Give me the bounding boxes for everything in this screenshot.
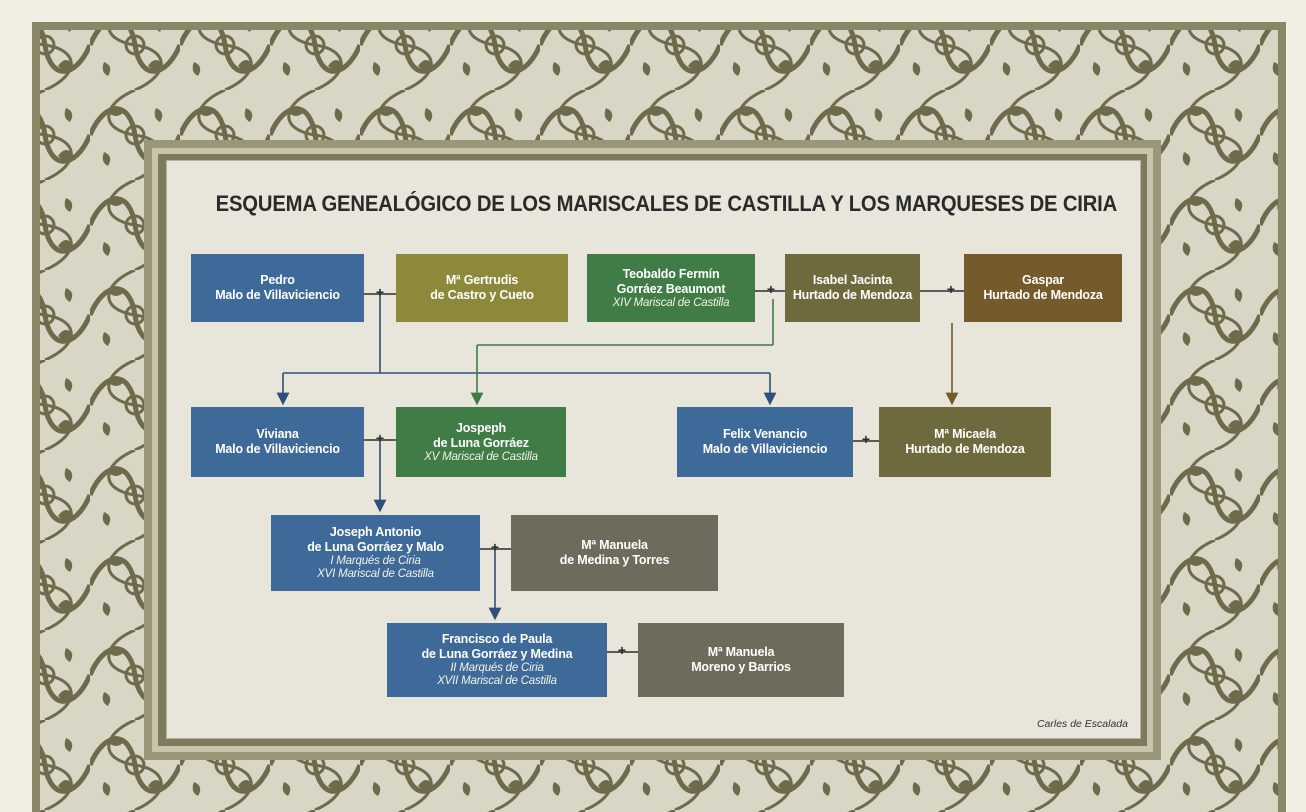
marriage-symbol: + — [946, 283, 956, 299]
person-name-line1: Felix Venancio — [722, 427, 808, 441]
person-name-line1: Mª Gertrudis — [445, 273, 519, 287]
person-name-line2: Hurtado de Mendoza — [983, 288, 1103, 302]
marriage-symbol: + — [490, 541, 500, 557]
person-name-line1: Jospeph — [456, 420, 506, 435]
page-title: ESQUEMA GENEALÓGICO DE LOS MARISCALES DE… — [215, 191, 1118, 216]
person-name-line1: Gaspar — [1022, 273, 1064, 287]
person-name-line1: Viviana — [256, 427, 299, 441]
person-box-gaspar: Gaspar Hurtado de Mendoza — [964, 254, 1122, 322]
person-box-viviana: Viviana Malo de Villaviciencio — [191, 407, 364, 477]
person-title: XIV Mariscal de Castilla — [612, 296, 730, 309]
person-name-line2: Malo de Villaviciencio — [215, 288, 340, 302]
person-name-line2: Hurtado de Mendoza — [905, 442, 1025, 456]
connector-lines — [276, 290, 964, 653]
person-name-line1: Francisco de Paula — [441, 632, 553, 646]
person-box-jospeph: Jospeph de Luna Gorráez XV Mariscal de C… — [396, 407, 566, 477]
person-title: XVI Mariscal de Castilla — [317, 568, 434, 580]
person-name-line2: Malo de Villaviciencio — [215, 442, 340, 456]
marriage-symbol: + — [617, 644, 627, 660]
person-name-line1: Mª Manuela — [707, 645, 775, 659]
person-name-line2: de Luna Gorráez — [433, 435, 529, 450]
person-name-line1: Mª Manuela — [581, 538, 648, 552]
person-box-pedro: Pedro Malo de Villaviciencio — [191, 254, 364, 322]
person-box-teobaldo: Teobaldo Fermín Gorráez Beaumont XIV Mar… — [587, 254, 755, 322]
person-title: XV Mariscal de Castilla — [424, 450, 538, 463]
person-box-joseph-antonio: Joseph Antonio de Luna Gorráez y Malo I … — [271, 515, 480, 591]
person-title: I Marqués de Ciria — [330, 555, 421, 567]
person-box-felix: Felix Venancio Malo de Villaviciencio — [677, 407, 853, 477]
person-name-line2: de Luna Gorráez y Medina — [421, 647, 573, 661]
person-name-line2: Moreno y Barrios — [691, 660, 791, 674]
person-name-line2: de Castro y Cueto — [430, 288, 534, 302]
person-name-line2: Hurtado de Mendoza — [792, 288, 913, 302]
person-name-line2: de Medina y Torres — [559, 553, 670, 567]
person-title: II Marqués de Ciria — [450, 662, 544, 674]
person-name-line2: de Luna Gorráez y Malo — [307, 540, 444, 554]
person-box-gertrudis: Mª Gertrudis de Castro y Cueto — [396, 254, 568, 322]
author-credit: Carles de Escalada — [1036, 718, 1128, 730]
marriage-symbol: + — [766, 283, 776, 299]
person-name-line1: Mª Micaela — [934, 427, 996, 441]
person-box-manuela-medina: Mª Manuela de Medina y Torres — [511, 515, 718, 591]
person-name-line1: Teobaldo Fermín — [622, 266, 720, 281]
person-box-francisco: Francisco de Paula de Luna Gorráez y Med… — [387, 623, 607, 697]
genealogy-panel: ESQUEMA GENEALÓGICO DE LOS MARISCALES DE… — [166, 160, 1141, 739]
marriage-symbol: + — [375, 432, 385, 448]
person-box-micaela: Mª Micaela Hurtado de Mendoza — [879, 407, 1051, 477]
person-name-line1: Joseph Antonio — [329, 525, 422, 539]
marriage-symbol: + — [375, 286, 385, 302]
person-name-line1: Pedro — [260, 273, 295, 287]
person-name-line1: Isabel Jacinta — [812, 273, 893, 287]
marriage-symbol: + — [861, 433, 871, 449]
person-title: XVII Mariscal de Castilla — [437, 675, 557, 687]
person-box-isabel: Isabel Jacinta Hurtado de Mendoza — [785, 254, 920, 322]
person-name-line2: Gorráez Beaumont — [616, 281, 726, 296]
person-name-line2: Malo de Villaviciencio — [702, 442, 828, 456]
person-box-manuela-moreno: Mª Manuela Moreno y Barrios — [638, 623, 844, 697]
